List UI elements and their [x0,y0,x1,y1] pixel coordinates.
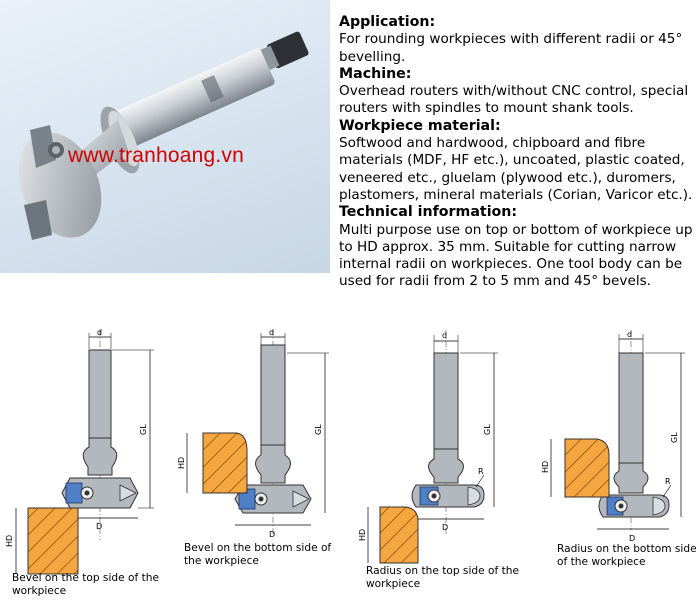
website-watermark: www.tranhoang.vn [68,144,244,167]
dim-r-label: R [665,477,671,486]
product-photo: www.tranhoang.vn [0,0,330,273]
product-description: Application: For rounding workpieces wit… [339,14,699,291]
router-bit-illustration [18,31,309,240]
dim-gl-label: GL [314,424,323,435]
dim-d-label: d [269,328,274,337]
workpiece-material-text: Softwood and hardwood, chipboard and fib… [339,135,693,203]
dim-gl-label: GL [670,432,679,443]
dim-hd-label: HD [177,457,186,469]
dim-D-label: D [96,522,102,531]
dim-hd-label: HD [541,461,550,473]
dim-D-label: D [269,530,275,539]
diagram-radius-top: d GL R D HD Radius on the top side of th… [350,325,525,605]
diagram-bevel-top-drawing: d GL D HD [5,328,154,575]
machine-text: Overhead routers with/without CNC contro… [339,83,689,117]
technical-information-text: Multi purpose use on top or bottom of wo… [339,221,693,290]
diagram-radius-top-caption: Radius on the top side of the workpiece [366,565,519,590]
dim-D-label: D [442,523,448,532]
dim-d-label: d [442,331,447,340]
dim-d-label: d [97,328,102,337]
dim-hd-label: HD [5,535,14,547]
diagram-radius-bottom-drawing: d GL R D HD [541,330,685,543]
diagram-radius-bottom-caption: Radius on the bottom side of the workpie… [557,543,697,568]
dim-r-label: R [478,467,484,476]
diagram-radius-top-drawing: d GL R D HD [358,330,498,564]
machine-heading: Machine: [339,65,412,82]
application-heading: Application: [339,14,436,30]
diagram-bevel-bottom-caption: Bevel on the bottom side of the workpiec… [184,542,332,567]
dim-hd-label: HD [358,529,367,541]
dim-gl-label: GL [483,424,492,435]
diagram-bevel-bottom-drawing: d GL D HD [177,328,329,539]
dim-D-label: D [629,534,635,543]
diagram-bevel-bottom: d GL D HD Bevel on the bottom side of th… [175,325,350,605]
diagram-bevel-top-caption: Bevel on the top side of the workpiece [12,572,159,597]
workpiece-material-heading: Workpiece material: [339,117,501,134]
application-text: For rounding workpieces with different r… [339,31,683,65]
diagram-bevel-top: d GL D HD Bevel on the top side of the w… [0,325,175,605]
dim-d-label: d [627,330,632,339]
technical-information-heading: Technical information: [339,204,518,221]
diagram-radius-bottom: d GL R D HD Radius on the bottom side of… [525,325,700,605]
dim-gl-label: GL [139,424,148,435]
